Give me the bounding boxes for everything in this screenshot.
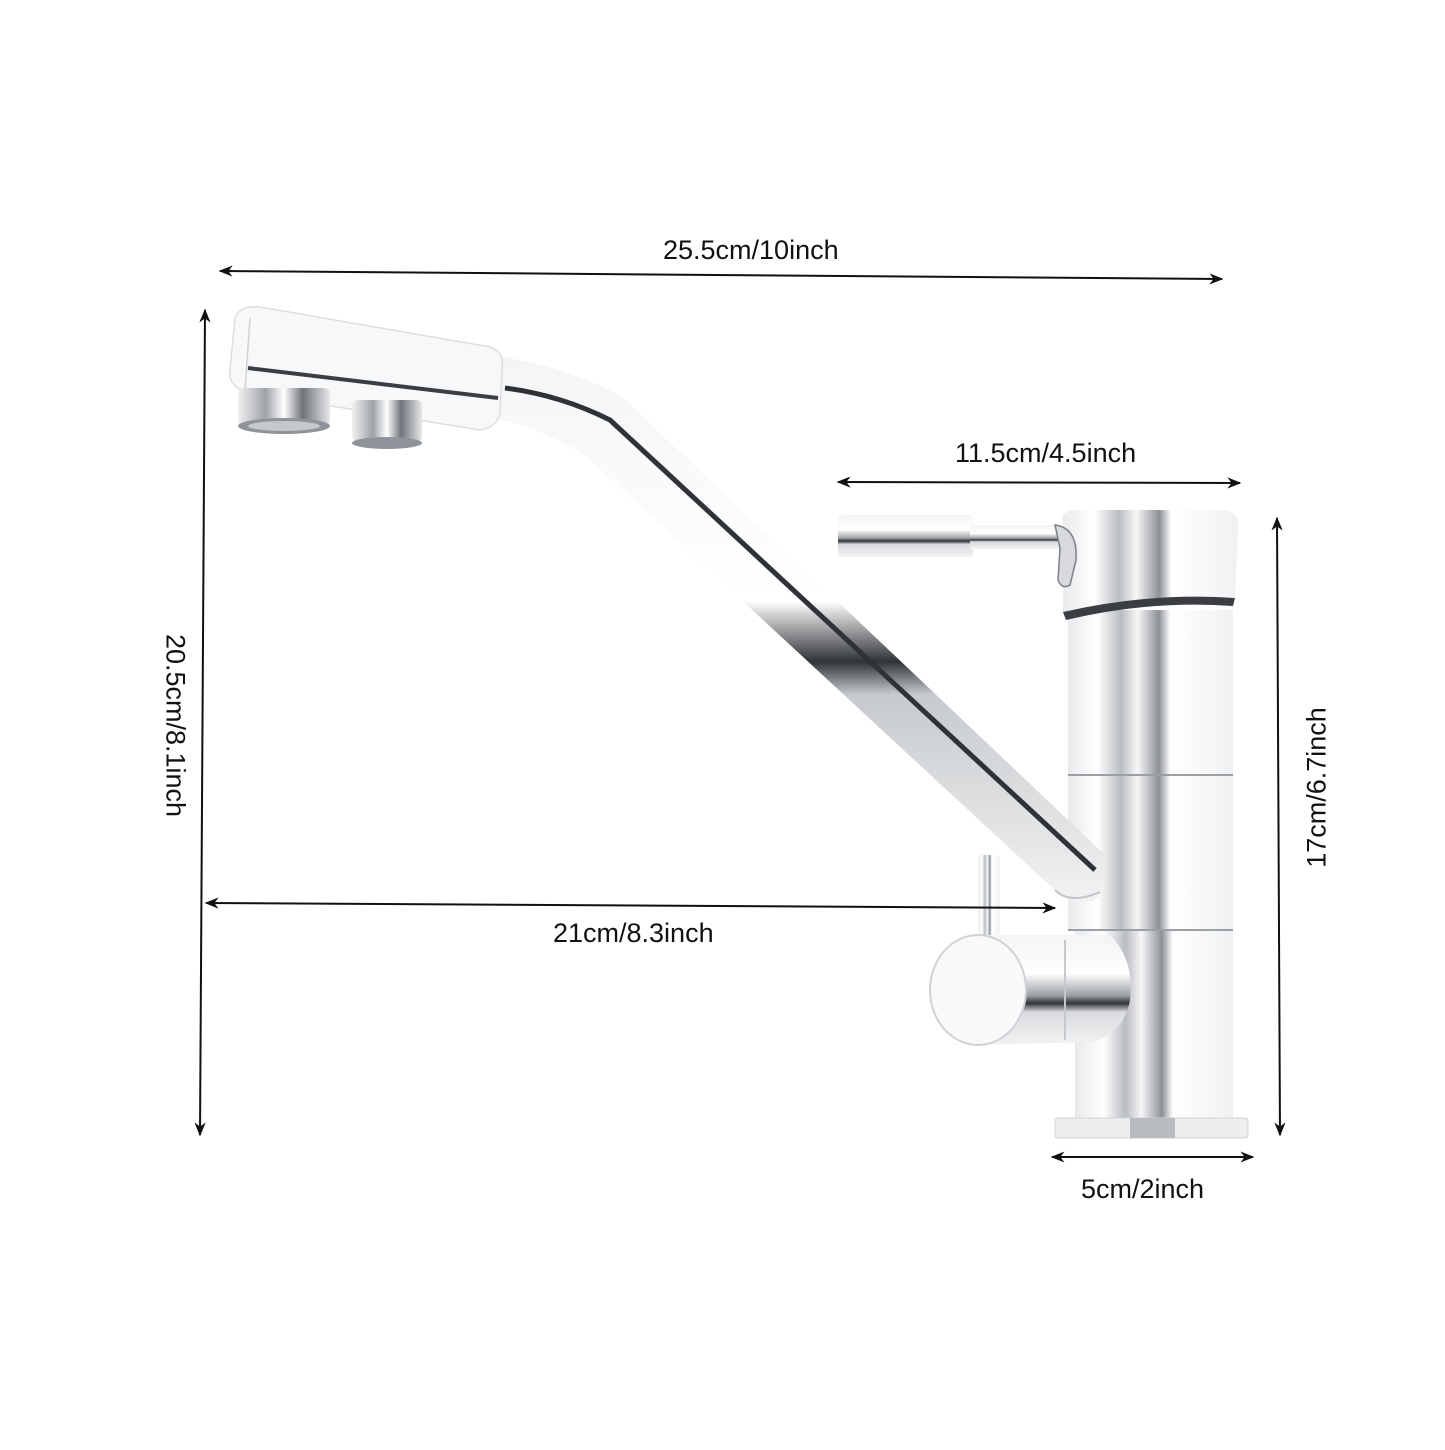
- filter-valve: [929, 855, 1131, 1046]
- handle-length-arrow: [836, 476, 1242, 489]
- overall-height-label: 20.5cm/8.1inch: [160, 633, 191, 818]
- spout: [229, 305, 1105, 903]
- faucet: [229, 305, 1249, 1139]
- base-diameter-label: 5cm/2inch: [1081, 1174, 1205, 1204]
- aerator-main: [238, 388, 330, 434]
- spout-reach-arrow: [204, 897, 1057, 914]
- handle-hub: [1062, 510, 1239, 620]
- spout-reach-label: 21cm/8.3inch: [553, 918, 714, 948]
- overall-height-arrow: [194, 308, 211, 1137]
- dimension-lines: [194, 265, 1286, 1163]
- main-lever-handle: [838, 515, 1077, 588]
- aerator-filter: [352, 400, 422, 449]
- body-height-label: 17cm/6.7inch: [1301, 707, 1332, 868]
- handle-length-label: 11.5cm/4.5inch: [955, 438, 1137, 468]
- body-height-arrow: [1271, 516, 1286, 1137]
- overall-width-arrow: [218, 265, 1224, 285]
- overall-width-label: 25.5cm/10inch: [663, 235, 839, 265]
